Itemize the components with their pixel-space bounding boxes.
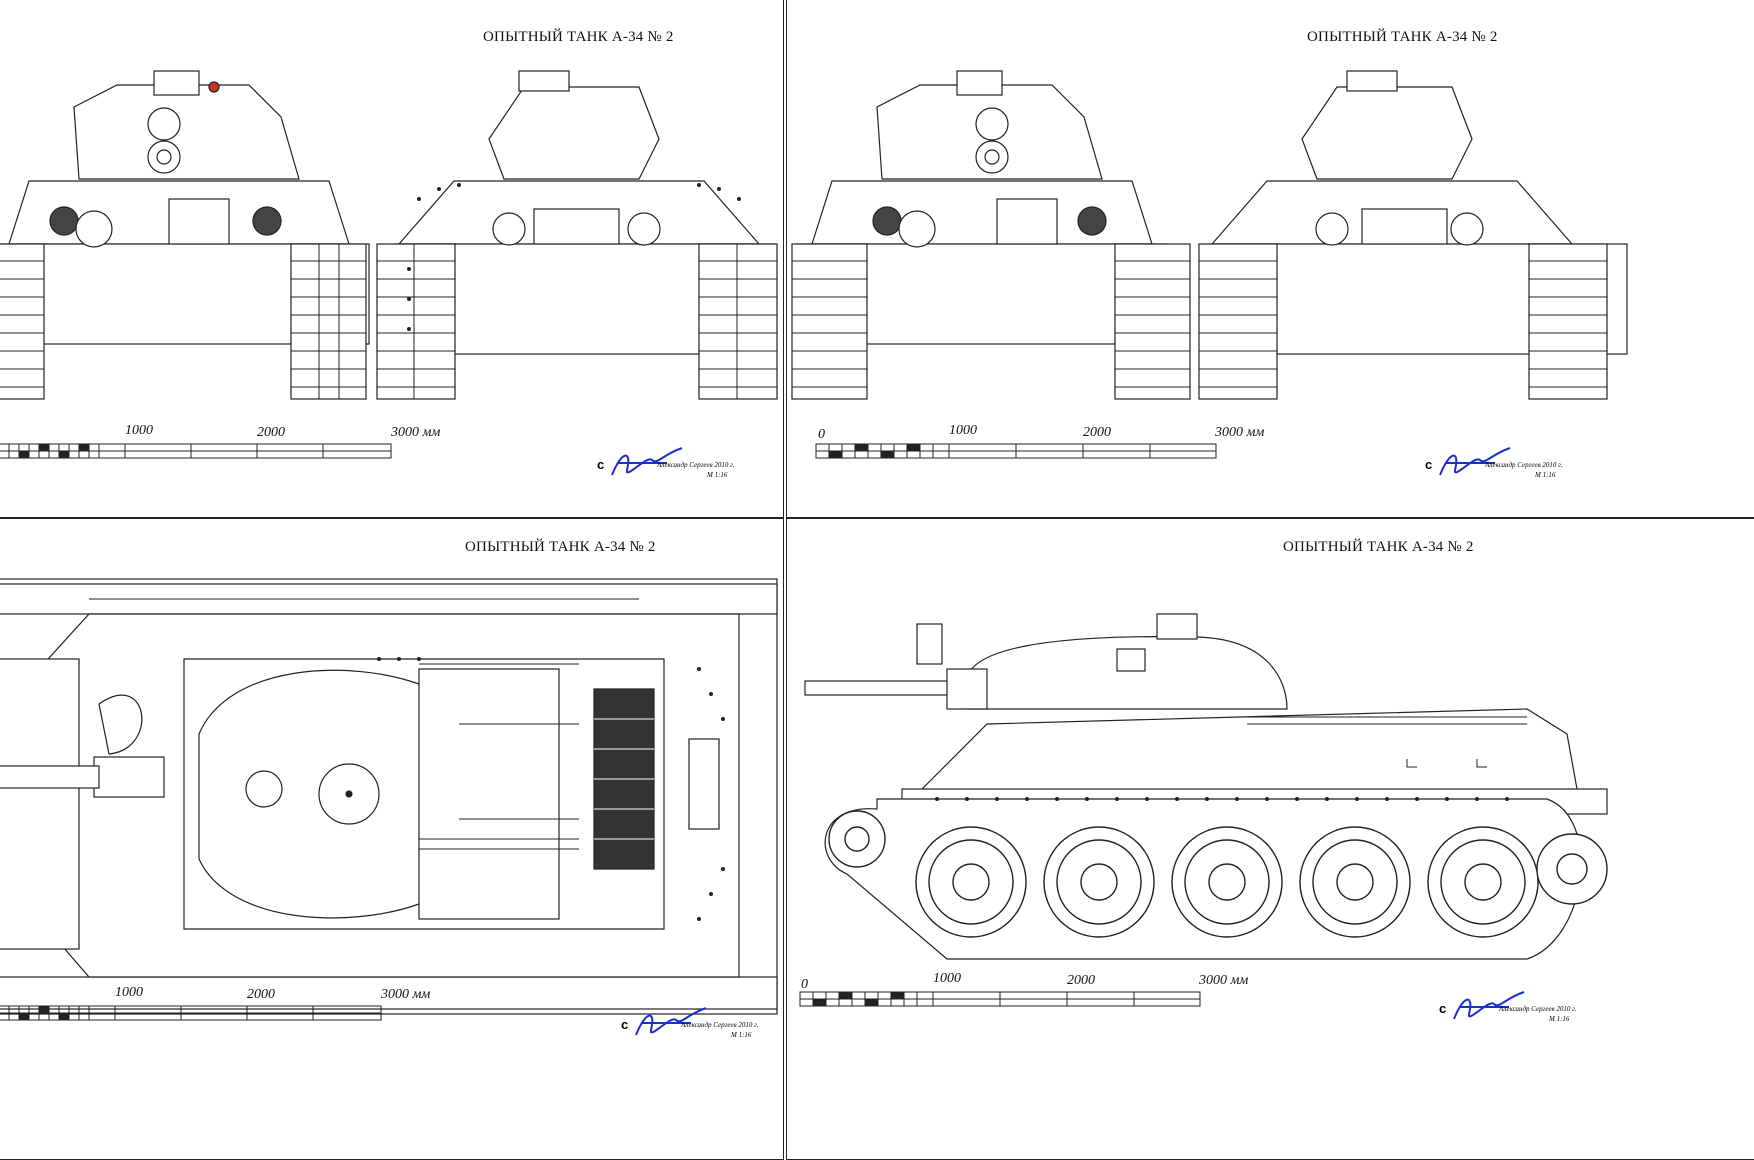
scale-bar (0, 443, 392, 459)
front-rear-view-drawing (791, 70, 1628, 400)
top-view-drawing (0, 578, 778, 1015)
scale-label-0: 0 (801, 977, 808, 992)
sheet-title: ОПЫТНЫЙ ТАНК А-34 № 2 (483, 29, 674, 45)
scale-label-1000: 1000 (933, 971, 961, 986)
scale-label-3000: 3000 мм (1199, 973, 1249, 988)
copyright-mark: c (1439, 1001, 1447, 1016)
front-rear-view-drawing (0, 70, 778, 400)
scale-ruler: 0 1000 2000 3000 мм (799, 971, 1249, 1011)
scale-label-1000: 1000 (949, 423, 977, 438)
author-credit: Александр Сергеев 2010 г. (681, 1021, 759, 1029)
scale-bar (0, 1005, 382, 1021)
sheet-title: ОПЫТНЫЙ ТАНК А-34 № 2 (465, 539, 656, 555)
drawing-scale: М 1:16 (1549, 1015, 1570, 1023)
scale-label-3000: 3000 мм (1215, 425, 1265, 440)
author-credit: Александр Сергеев 2010 г. (1485, 461, 1563, 469)
signature-scribble-icon (611, 447, 683, 476)
sheet-title: ОПЫТНЫЙ ТАНК А-34 № 2 (1283, 539, 1474, 555)
copyright-mark: c (621, 1017, 629, 1032)
drawing-sheet-3: ОПЫТНЫЙ ТАНК А-34 № 2 (0, 518, 784, 1160)
scale-ruler: 0 1000 2000 3000 мм (815, 423, 1265, 463)
author-credit: Александр Сергеев 2010 г. (1499, 1005, 1577, 1013)
copyright-mark: c (597, 457, 605, 472)
scale-label-2000: 2000 (1083, 425, 1111, 440)
scale-label-3000: 3000 мм (391, 425, 441, 440)
scale-bar (799, 991, 1201, 1007)
drawing-scale: М 1:16 (707, 471, 728, 479)
scale-bar (815, 443, 1217, 459)
author-signature: c Александр Сергеев 2010 г. М 1:16 (1439, 989, 1619, 1039)
scale-label-2000: 2000 (257, 425, 285, 440)
drawing-sheet-2: ОПЫТНЫЙ ТАНК А-34 № 2 (786, 0, 1754, 518)
scale-ruler: 1000 2000 3000 мм (0, 423, 449, 463)
scale-label-2000: 2000 (247, 987, 275, 1002)
signature-scribble-icon (635, 1007, 707, 1036)
signature-scribble-icon (1439, 447, 1511, 476)
author-signature: c Александр Сергеев 2010 г. М 1:16 (621, 1005, 783, 1055)
drawing-scale: М 1:16 (1535, 471, 1556, 479)
sheet-title: ОПЫТНЫЙ ТАНК А-34 № 2 (1307, 29, 1498, 45)
scale-label-0: 0 (818, 427, 825, 442)
side-view-drawing (804, 613, 1608, 960)
drawing-sheet-1: ОПЫТНЫЙ ТАНК А-34 № 2 (0, 0, 784, 518)
author-signature: c Александр Сергеев 2010 г. М 1:16 (1425, 445, 1605, 495)
scale-label-3000: 3000 мм (381, 987, 431, 1002)
signature-scribble-icon (1453, 991, 1525, 1020)
scale-ruler: 1000 2000 3000 мм (0, 985, 449, 1025)
author-credit: Александр Сергеев 2010 г. (657, 461, 735, 469)
scale-label-1000: 1000 (115, 985, 143, 1000)
drawing-scale: М 1:16 (731, 1031, 752, 1039)
copyright-mark: c (1425, 457, 1433, 472)
scale-label-1000: 1000 (125, 423, 153, 438)
drawing-sheet-4: ОПЫТНЫЙ ТАНК А-34 № 2 (786, 518, 1754, 1160)
author-signature: c Александр Сергеев 2010 г. М 1:16 (597, 445, 777, 495)
scale-label-2000: 2000 (1067, 973, 1095, 988)
